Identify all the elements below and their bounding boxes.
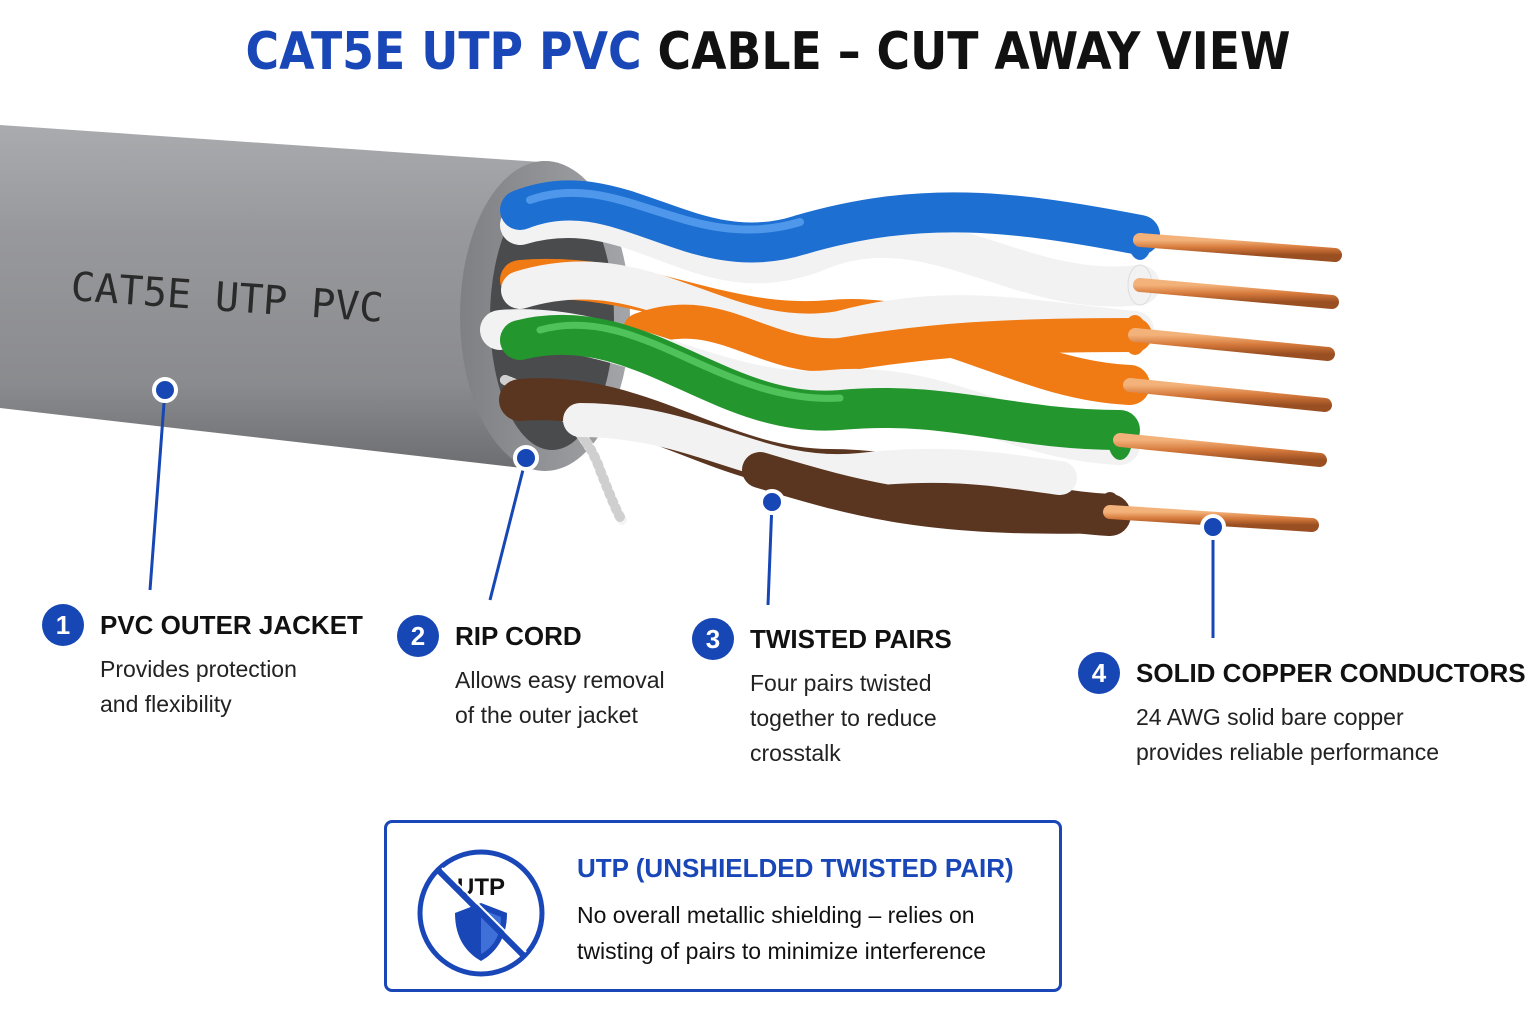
callout-number: 4 — [1078, 652, 1120, 694]
green-pair — [480, 309, 1140, 465]
blue-pair — [500, 180, 1160, 307]
callout-description: 24 AWG solid bare copper provides reliab… — [1136, 704, 1439, 765]
callout-description: Provides protection and flexibility — [100, 656, 297, 717]
callout-number: 2 — [397, 615, 439, 657]
orange-pair — [500, 258, 1154, 405]
callout-description: Four pairs twisted together to reduce cr… — [750, 670, 937, 766]
callout-number: 3 — [692, 618, 734, 660]
callout-number: 1 — [42, 604, 84, 646]
page-title: CAT5E UTP PVC CABLE – CUT AWAY VIEW — [245, 22, 1291, 82]
callout-heading: RIP CORD — [455, 621, 582, 651]
no-shield-icon: UTP — [417, 849, 545, 977]
twisted-pairs — [480, 180, 1160, 536]
callout-heading: SOLID COPPER CONDUCTORS — [1136, 658, 1526, 688]
utp-info-box: UTP UTP (UNSHIELDED TWISTED PAIR) No ove… — [384, 820, 1062, 992]
utp-title: UTP (UNSHIELDED TWISTED PAIR) — [577, 853, 1014, 883]
utp-description: No overall metallic shielding – relies o… — [577, 902, 987, 964]
leader-lines — [148, 377, 1226, 638]
brown-pair — [499, 378, 1131, 536]
callout-heading: PVC OUTER JACKET — [100, 610, 363, 640]
callout-description: Allows easy removal of the outer jacket — [455, 667, 665, 728]
callout-heading: TWISTED PAIRS — [750, 624, 952, 654]
copper-conductors — [1103, 233, 1342, 532]
